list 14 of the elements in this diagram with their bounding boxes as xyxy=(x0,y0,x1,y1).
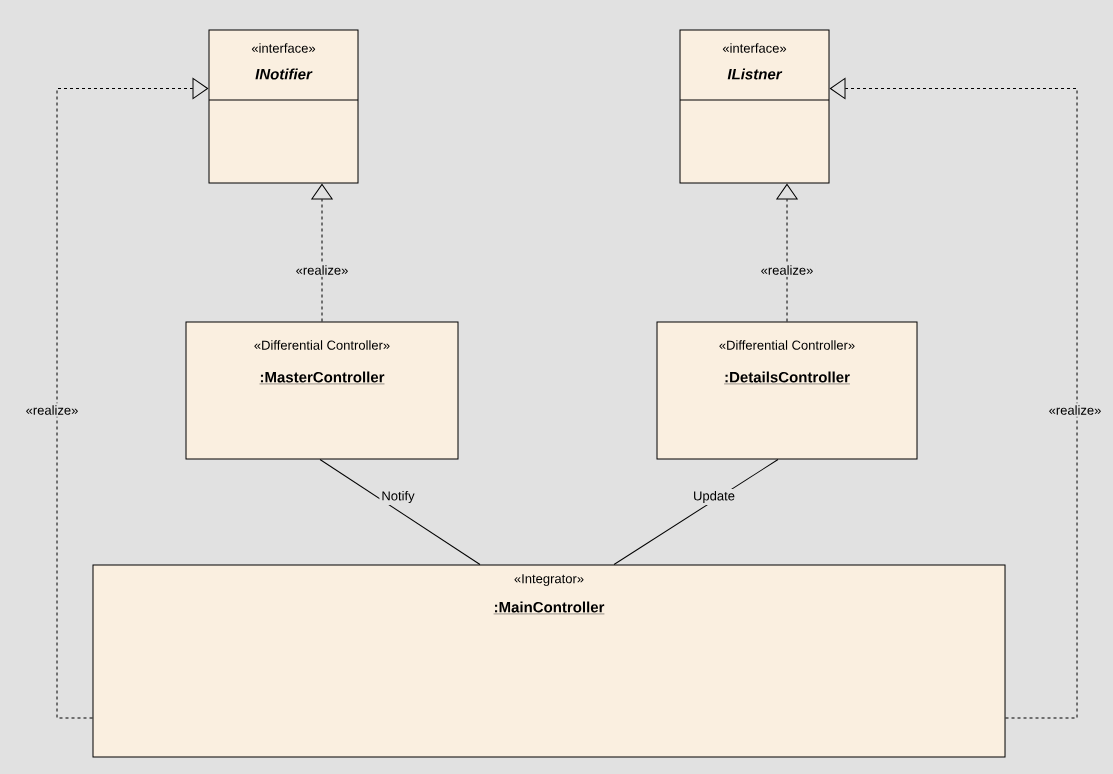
edge-label: «realize» xyxy=(23,403,81,417)
class-box: «interface» IListner xyxy=(679,29,830,184)
class-box: «interface» INotifier xyxy=(208,29,359,184)
association-line xyxy=(319,459,481,565)
edge-label: «realize» xyxy=(293,263,351,277)
edge-label: «realize» xyxy=(758,263,816,277)
realization-arrow xyxy=(56,77,209,719)
edge-label: «realize» xyxy=(1046,403,1104,417)
class-box: «Differential Controller» :DetailsController xyxy=(656,321,918,460)
realization-arrow xyxy=(776,183,798,322)
class-box: «Differential Controller» :MasterController xyxy=(185,321,459,460)
class-box: «Integrator» :MainController xyxy=(92,564,1006,758)
realization-arrow xyxy=(311,183,333,322)
realization-arrow xyxy=(829,77,1078,719)
